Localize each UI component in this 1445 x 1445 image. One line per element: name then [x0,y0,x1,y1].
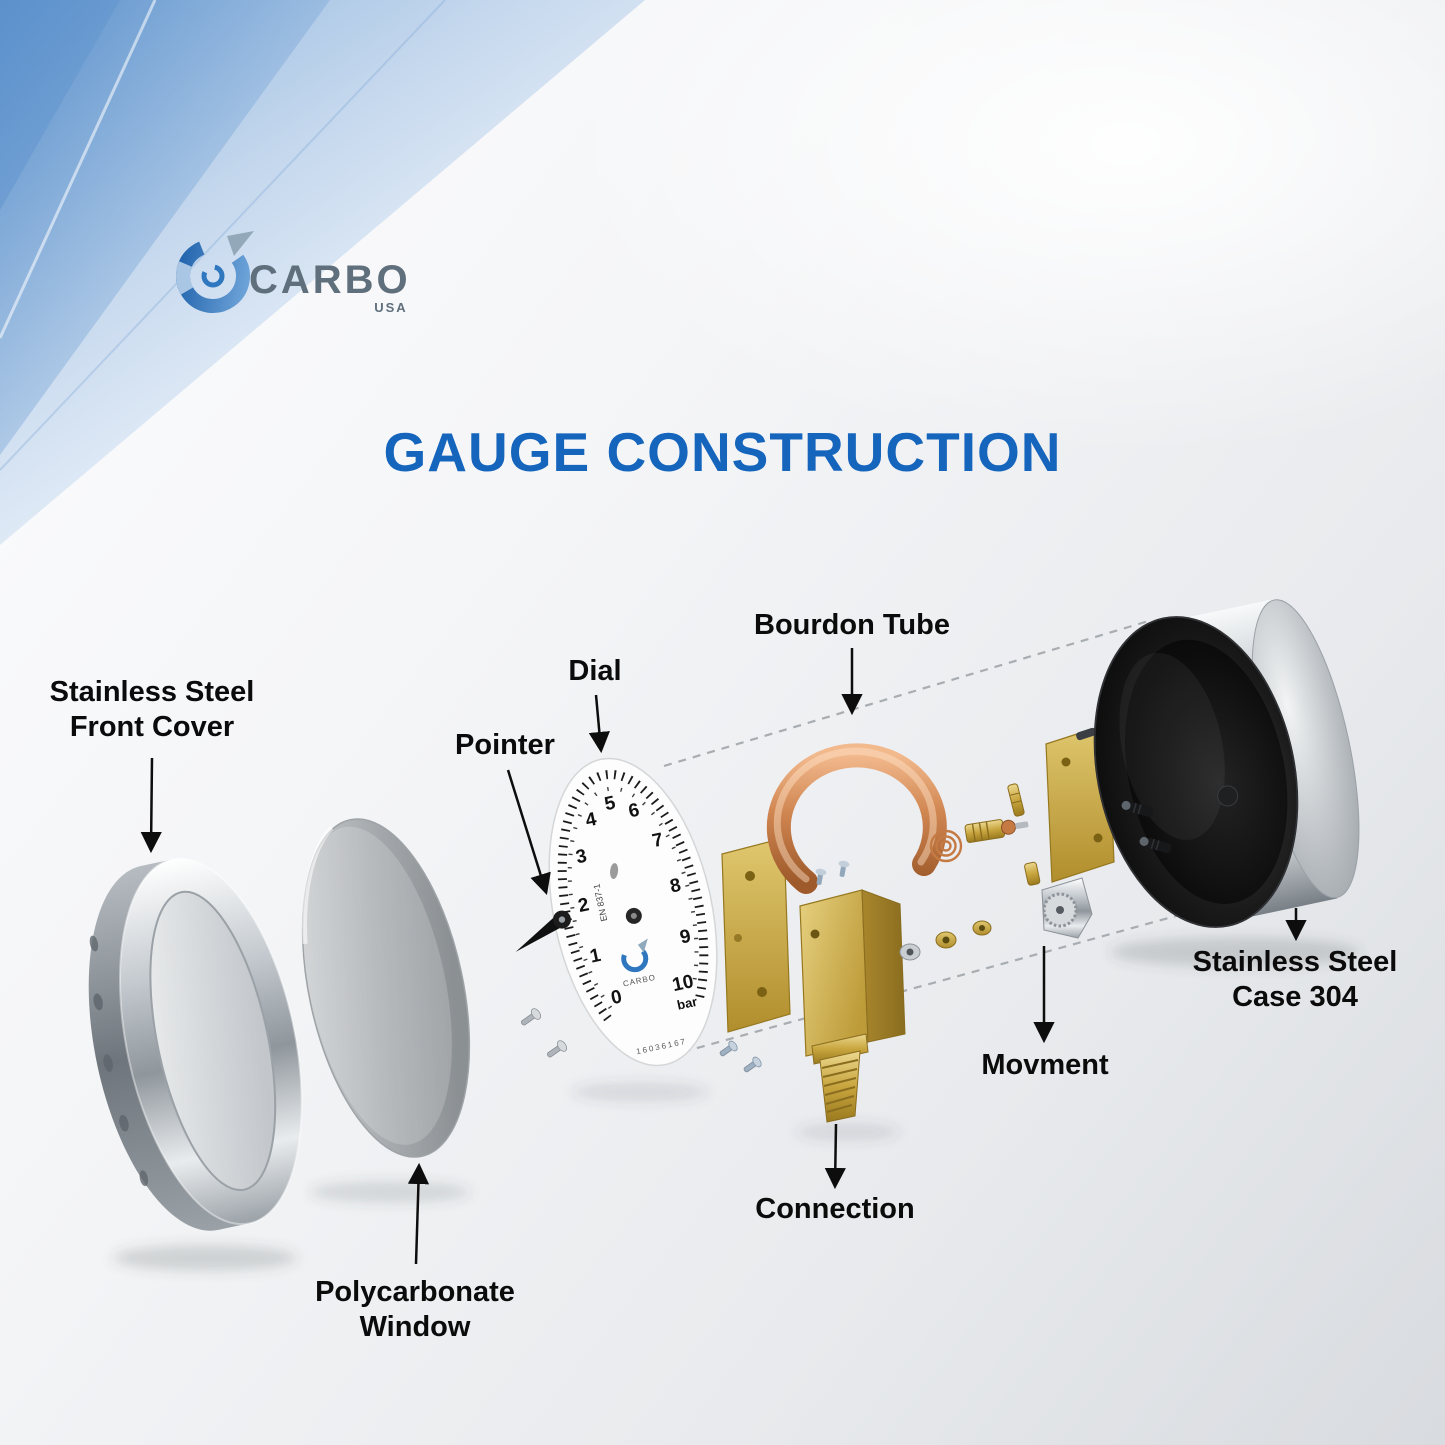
dial-number: 5 [603,792,618,815]
dial-number: 1 [588,945,603,968]
arrow-window [407,1162,430,1265]
window-graphic [301,818,471,1158]
washer-1 [899,943,921,961]
label-front-cover: Stainless Steel Front Cover [27,675,277,746]
case-hub [1217,785,1239,807]
tube-fitting-graphic [964,819,1029,843]
case-screw-2 [1139,836,1172,854]
label-dial: Dial [568,655,622,687]
dial-unit: bar [676,994,699,1013]
brand-logo: CARBO USA [168,228,411,323]
crimp-hole [93,993,103,1011]
projection-lines [663,618,1206,1058]
dial-number: 3 [574,846,589,869]
label-front-cover-line2: Front Cover [69,711,235,744]
label-case-line2: Case 304 [1232,981,1358,1014]
thread-lines [821,1059,859,1113]
plate-screw-2 [743,1056,762,1073]
label-case-line1: Stainless Steel [1192,946,1398,978]
label-front-cover-line1: Stainless Steel [49,676,255,708]
brand-wordmark: CARBO USA [249,258,411,315]
label-case: Stainless Steel Case 304 [1165,945,1425,1016]
dial-number: 6 [627,800,642,823]
dial-number: 2 [576,894,591,917]
dial-number: 4 [584,809,599,832]
carbo-logo-icon [176,231,254,313]
label-window-line1: Polycarbonate [315,1276,515,1308]
washer-3 [972,920,992,936]
ground-shadows [113,937,1360,1271]
crimp-hole [139,1170,149,1187]
dial-number: 10 [670,971,695,996]
pinion-graphic [1007,783,1025,817]
front-cover-graphic [88,857,303,1231]
hairspring-graphic [929,829,963,863]
page-title: GAUGE CONSTRUCTION [383,421,1062,483]
block-screw-1 [815,868,827,885]
connection-collar [811,1033,869,1065]
plate-screw-1 [719,1040,738,1057]
label-window: Polycarbonate Window [290,1275,540,1346]
dial-screw-2 [547,1040,568,1058]
brand-name: CARBO [249,258,411,302]
connection-thread-stem [819,1050,861,1123]
case-screw-1 [1121,800,1154,818]
dial-screw-1 [521,1008,542,1026]
arrow-pointer [506,769,551,896]
dial-adjuster-slot [610,863,619,880]
dial-number: 0 [609,986,624,1009]
washer-2 [935,931,957,949]
brand-country: USA [374,300,408,315]
dial-backplate-graphic [721,837,791,1033]
label-window-line2: Window [359,1311,471,1344]
corner-swoosh-graphic [0,0,645,545]
bourdon-tube-graphic [766,743,1029,894]
movement-gear-assembly [1024,861,1093,939]
arrow-dial [588,694,610,754]
arrow-connection [824,1123,846,1190]
label-connection: Connection [755,1193,915,1225]
dial-number: 7 [650,829,665,852]
label-movement: Movment [981,1049,1109,1081]
crimp-hole [89,935,99,952]
callout-arrows [140,648,1307,1265]
dial-number: 9 [678,926,693,949]
connection-graphic [799,860,906,1123]
crimp-hole [103,1054,113,1073]
label-bourdon-tube: Bourdon Tube [754,609,950,641]
crimp-hole [119,1114,129,1132]
pointer-graphic [515,910,571,952]
arrow-front-cover [140,757,162,854]
label-pointer: Pointer [455,729,555,761]
block-screw-2 [838,860,850,877]
case-graphic [1093,599,1360,928]
dial-graphic: 0 1 2 3 4 5 6 7 8 9 10 bar EN 837-1 CARB… [548,757,718,1067]
dial-number: 8 [668,875,683,898]
